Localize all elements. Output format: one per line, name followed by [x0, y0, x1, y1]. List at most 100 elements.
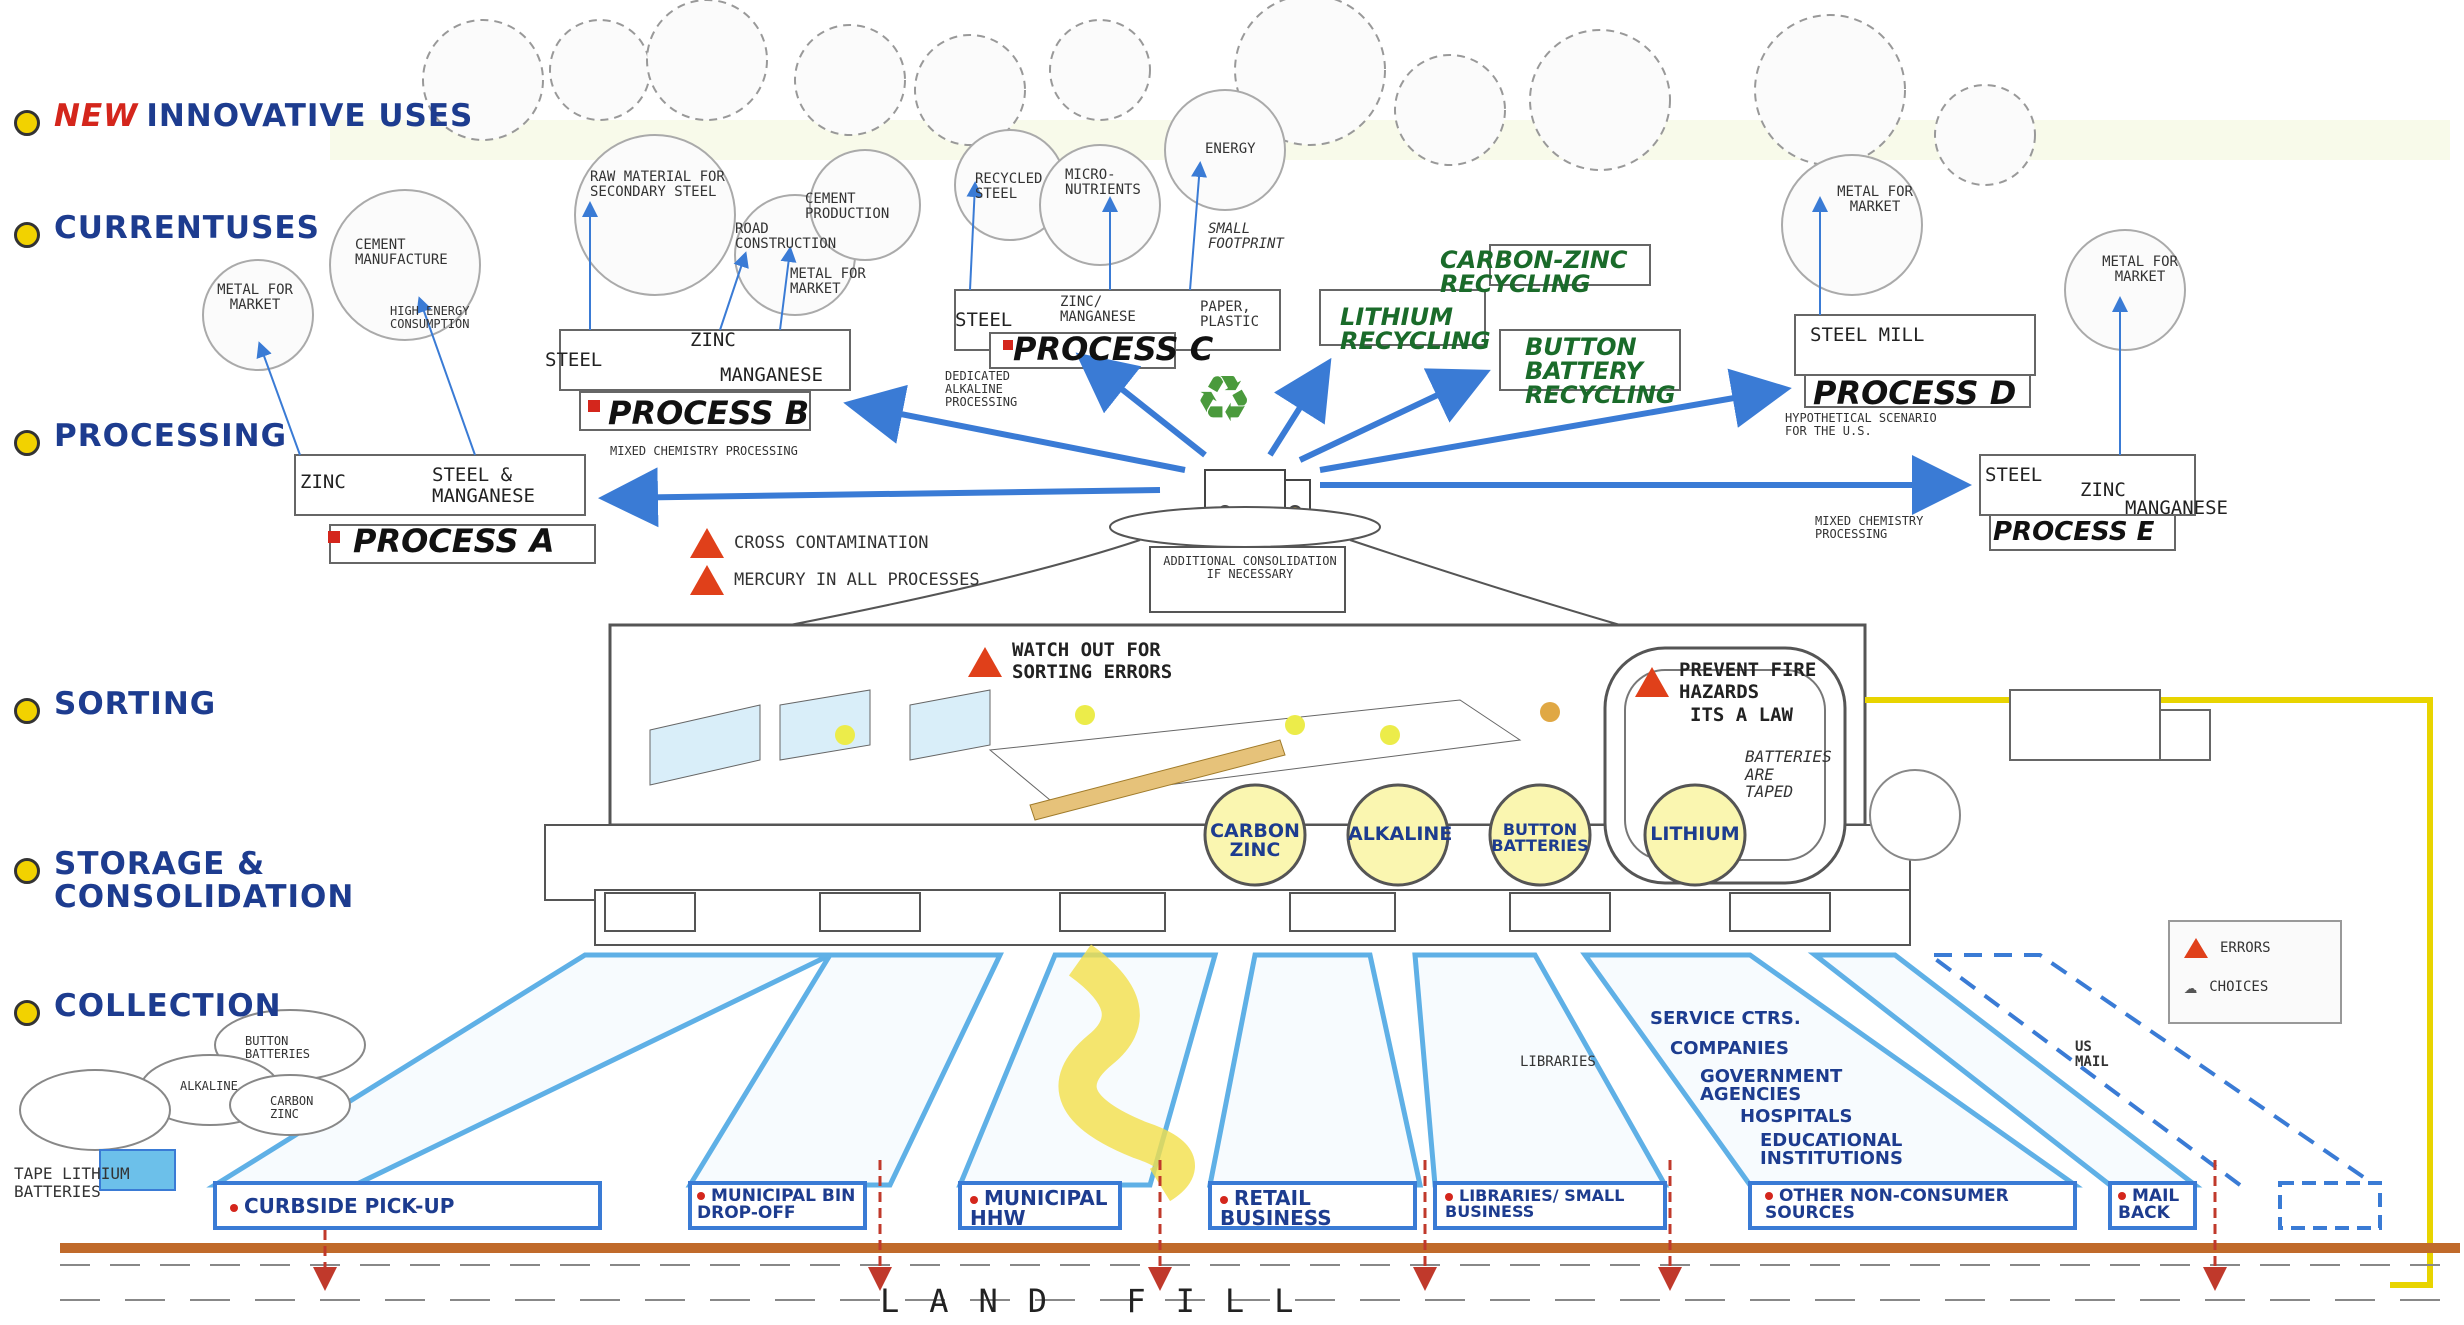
warning-icon — [2184, 938, 2208, 958]
sorting-bins — [1203, 783, 1747, 887]
level-bullet-icon — [14, 1000, 40, 1026]
mail-choice-circle — [1869, 769, 1961, 861]
level-bullet-icon — [14, 858, 40, 884]
level-sorting: SORTING — [14, 688, 216, 724]
collection-mail-back: MAIL BACK — [2118, 1188, 2193, 1222]
lithium-recycling-label: LITHIUM RECYCLING — [1340, 303, 1491, 355]
curbside-text: CURBSIDE PICK-UP — [244, 1194, 455, 1218]
future-collection-box — [2278, 1181, 2382, 1230]
process-b-zinc: ZINC — [690, 329, 736, 351]
use-road-construction: ROAD CONSTRUCTION — [735, 221, 837, 253]
household-carbon-zinc: CARBON ZINC — [270, 1094, 314, 1122]
household-alkaline: ALKALINE — [180, 1079, 238, 1093]
level-bullet-icon — [14, 698, 40, 724]
warning-icon — [1635, 666, 1669, 697]
red-marker-icon — [2118, 1192, 2126, 1200]
legend: ERRORS ☁CHOICES — [2168, 920, 2342, 1024]
sorting-label: SORTING — [54, 686, 217, 722]
level-collection: COLLECTION — [14, 990, 282, 1026]
process-c-label: PROCESS C — [1013, 330, 1214, 368]
list-item: EDUCATIONAL INSTITUTIONS — [1760, 1130, 1903, 1169]
use-cement-production: CEMENT PRODUCTION — [805, 191, 890, 223]
hhw-road — [1058, 944, 1195, 1202]
red-marker-icon — [1445, 1192, 1453, 1201]
consolidation-funnel — [789, 506, 1621, 626]
landfill-drop-arrows — [313, 1160, 2227, 1291]
carbon-zinc-recycling-label: CARBON-ZINC RECYCLING — [1440, 246, 1628, 298]
current-uses-label: CURRENTUSES — [54, 210, 320, 246]
warning-fire: PREVENT FIRE HAZARDS — [1635, 659, 1829, 704]
process-b-marker — [588, 400, 600, 412]
cloud-icon: ☁ — [2184, 974, 2198, 999]
municipal-bin-text: MUNICIPAL BIN DROP-OFF — [697, 1186, 856, 1223]
warning-cross-contamination: CROSS CONTAMINATION — [690, 528, 928, 558]
red-marker-icon — [1220, 1195, 1228, 1204]
legend-errors-text: ERRORS — [2220, 940, 2271, 956]
storage-label: STORAGE & CONSOLIDATION — [54, 846, 355, 915]
landfill-ground — [60, 1243, 2460, 1301]
libraries-sign: LIBRARIES — [1520, 1054, 1596, 1070]
warning-sorting-errors: WATCH OUT FOR SORTING ERRORS — [968, 639, 1242, 684]
process-a-label: PROCESS A — [353, 522, 555, 560]
processing-plants — [294, 244, 2196, 564]
recycle-icon: ♻ — [1195, 363, 1253, 435]
fire-hazard-text: PREVENT FIRE HAZARDS — [1679, 659, 1817, 703]
button-battery-recycling-label: BUTTON BATTERY RECYCLING — [1525, 333, 1676, 409]
red-marker-icon — [970, 1195, 978, 1204]
level-bullet-icon — [14, 222, 40, 248]
distribution-arrows — [598, 352, 1972, 528]
collection-retail: RETAIL BUSINESS — [1220, 1188, 1405, 1228]
process-d-steel-mill: STEEL MILL — [1810, 324, 1925, 346]
process-a-zinc: ZINC — [300, 471, 346, 493]
level-current-uses: CURRENTUSES — [14, 212, 320, 248]
innovative-use-circles — [422, 0, 2036, 186]
municipal-hhw-text: MUNICIPAL HHW — [970, 1186, 1108, 1230]
use-metal-market-b: METAL FOR MARKET — [790, 266, 866, 298]
process-d-note: HYPOTHETICAL SCENARIO FOR THE U.S. — [1785, 411, 1937, 439]
bin-alkaline: ALKALINE — [1348, 823, 1453, 845]
process-e-label: PROCESS E — [1993, 517, 2155, 547]
use-metal-market-e: METAL FOR MARKET — [2102, 254, 2178, 286]
level-storage: STORAGE & CONSOLIDATION — [14, 846, 355, 915]
processing-label: PROCESSING — [54, 418, 288, 454]
use-metal-market-a: METAL FOR MARKET — [217, 282, 293, 314]
mail-trucks — [2009, 689, 2211, 761]
household-batteries — [19, 1009, 366, 1191]
use-arrows — [256, 161, 2128, 456]
landfill-label: LAND FILL — [880, 1282, 1324, 1320]
use-small-footprint: SMALL FOOTPRINT — [1208, 221, 1284, 253]
bin-lithium: LITHIUM — [1650, 823, 1740, 845]
warning-mercury-text: MERCURY IN ALL PROCESSES — [734, 569, 980, 590]
process-a-steel-manganese: STEEL & MANGANESE — [432, 464, 535, 507]
additional-consolidation: ADDITIONAL CONSOLIDATION IF NECESSARY — [1163, 554, 1337, 582]
mail-back-channel — [1923, 953, 2377, 1187]
process-e-zinc: ZINC — [2080, 479, 2126, 501]
warning-icon — [690, 528, 724, 558]
bin-carbon-zinc: CARBON ZINC — [1210, 820, 1300, 861]
use-cement-manufacture: CEMENT MANUFACTURE — [355, 237, 448, 269]
warning-cross-text: CROSS CONTAMINATION — [734, 532, 929, 553]
process-e-manganese: MANGANESE — [2125, 497, 2228, 519]
process-d-label: PROCESS D — [1813, 374, 2017, 412]
collection-municipal-bin: MUNICIPAL BIN DROP-OFF — [697, 1188, 862, 1222]
red-marker-icon — [230, 1203, 238, 1212]
process-b-steel: STEEL — [545, 349, 603, 371]
red-marker-icon — [1765, 1192, 1773, 1200]
bin-button-batteries: BUTTON BATTERIES — [1491, 820, 1589, 855]
new-word: NEW — [54, 98, 139, 134]
other-sources-text: OTHER NON-CONSUMER SOURCES — [1765, 1186, 2009, 1223]
process-a-marker — [328, 531, 340, 543]
process-b-label: PROCESS B — [608, 394, 810, 432]
list-item: HOSPITALS — [1740, 1106, 1853, 1127]
libraries-text: LIBRARIES/ SMALL BUSINESS — [1445, 1186, 1625, 1221]
current-use-circles — [202, 89, 2186, 371]
retail-text: RETAIL BUSINESS — [1220, 1186, 1332, 1230]
sorting-errors-text: WATCH OUT FOR SORTING ERRORS — [1012, 639, 1173, 683]
process-c-paper-plastic: PAPER, PLASTIC — [1200, 299, 1260, 331]
red-marker-icon — [697, 1192, 705, 1200]
its-a-law: ITS A LAW — [1690, 704, 1793, 726]
level-bullet-icon — [14, 110, 40, 136]
